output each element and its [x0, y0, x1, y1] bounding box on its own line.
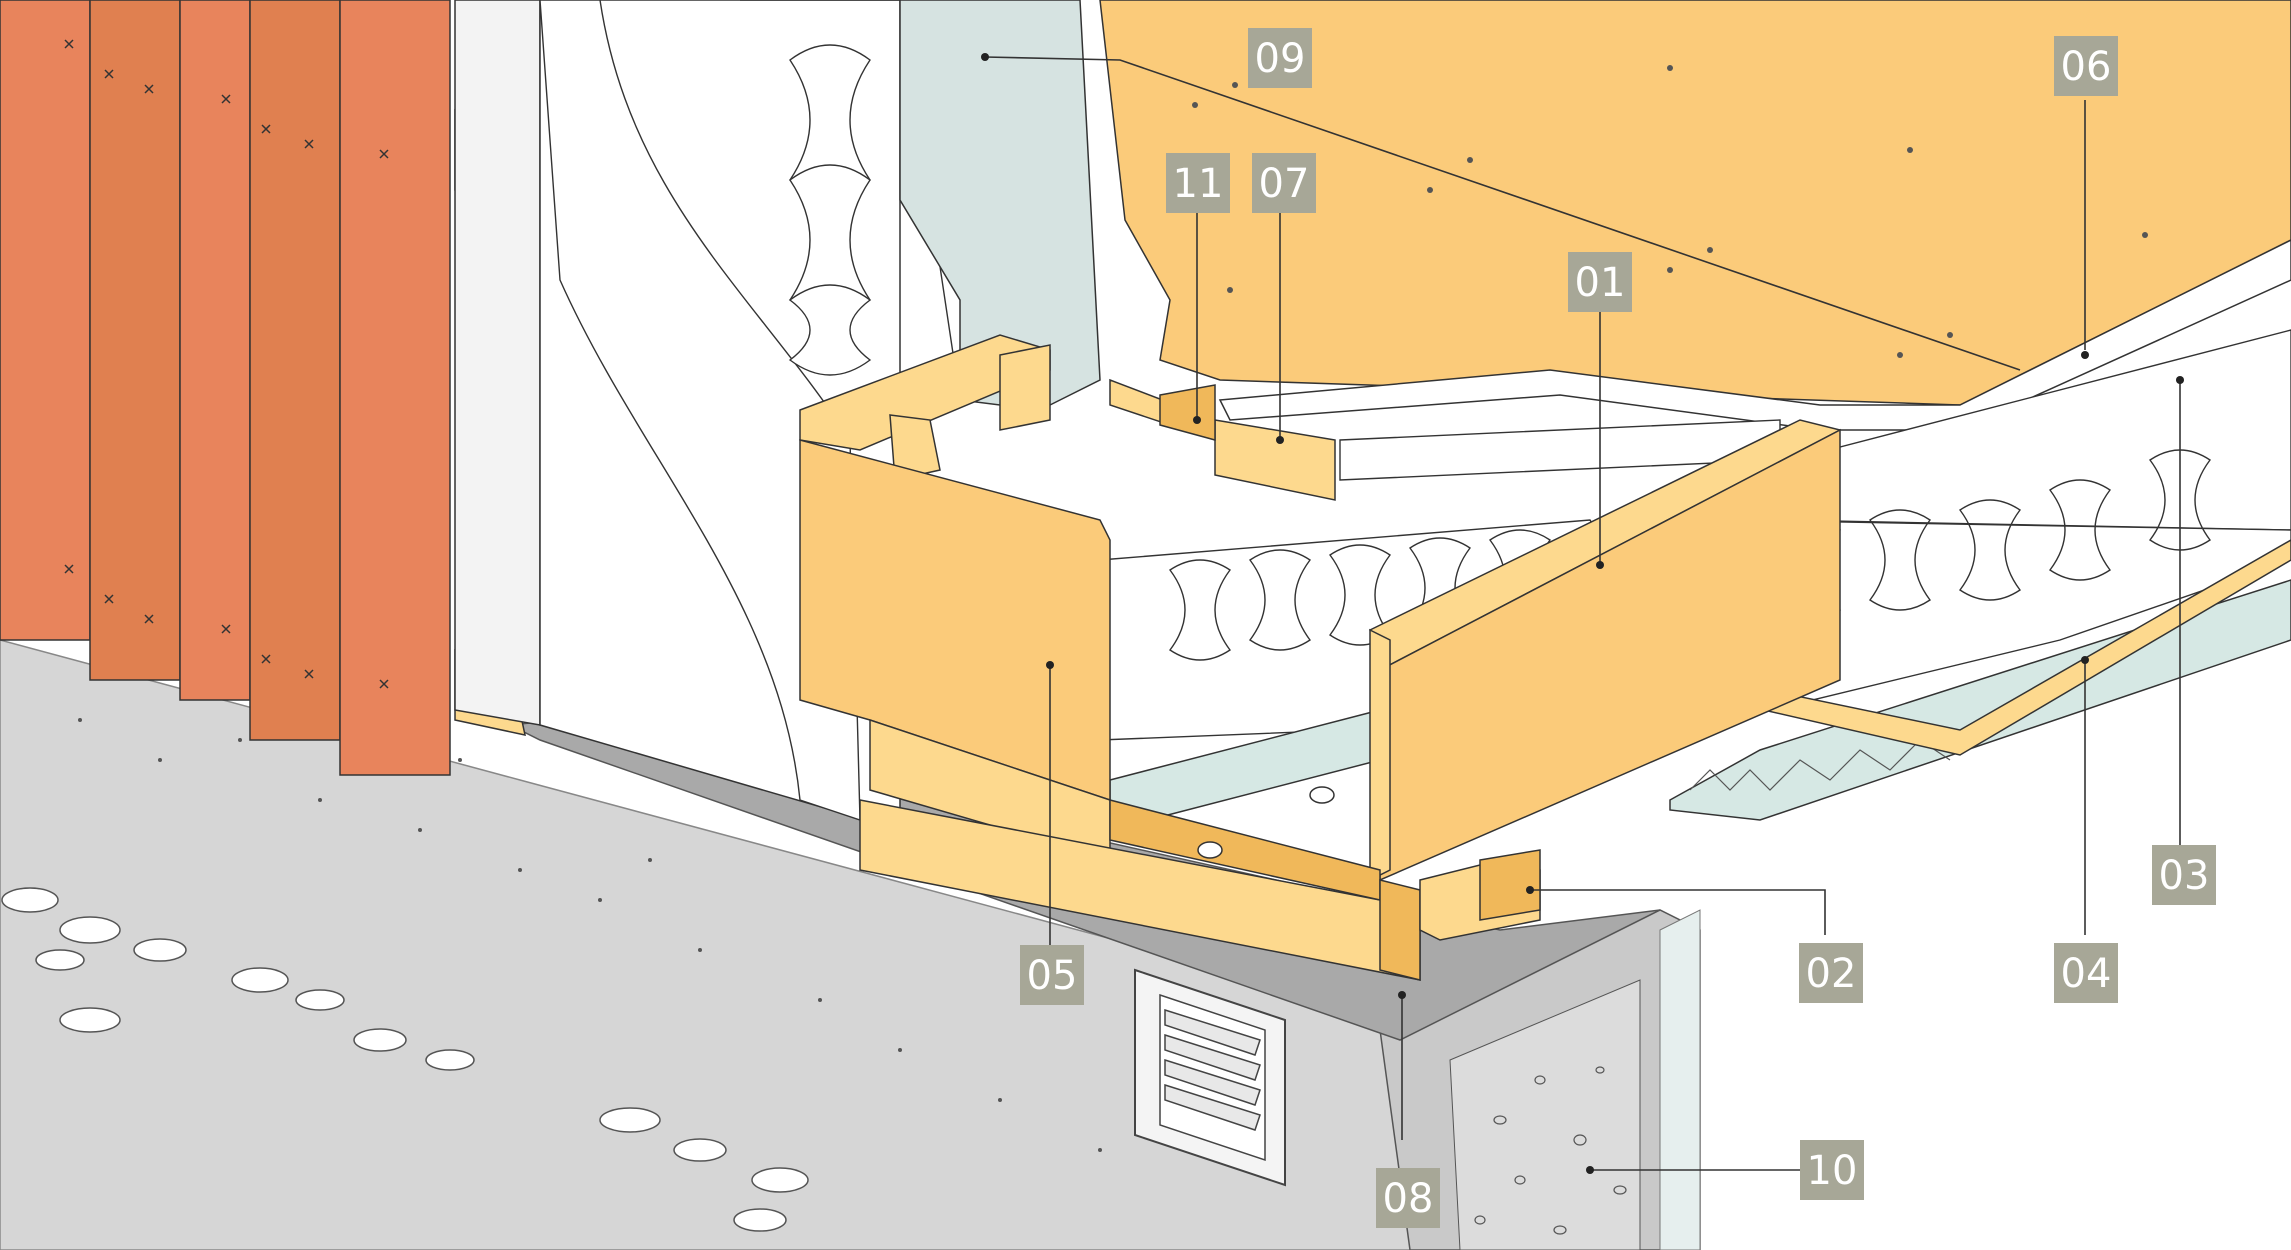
- label-09: 09: [1248, 28, 1312, 88]
- label-04-text: 04: [2061, 951, 2112, 997]
- label-08: 08: [1376, 1168, 1440, 1228]
- floor-screws: [1192, 65, 2148, 358]
- vent-grille: [1134, 968, 1286, 1187]
- label-04: 04: [2054, 943, 2118, 1003]
- label-01-text: 01: [1575, 260, 1626, 306]
- label-08-text: 08: [1383, 1176, 1434, 1222]
- wood-cladding: [0, 0, 451, 776]
- gravel-stones: [1, 887, 809, 1232]
- label-10-text: 10: [1807, 1148, 1858, 1194]
- label-02: 02: [1799, 943, 1863, 1003]
- label-05: 05: [1020, 945, 1084, 1005]
- label-11-text: 11: [1173, 161, 1224, 207]
- label-03-text: 03: [2159, 853, 2210, 899]
- label-05-text: 05: [1027, 953, 1078, 999]
- label-11: 11: [1166, 153, 1230, 213]
- label-06: 06: [2054, 36, 2118, 96]
- leader-lines: [981, 53, 2184, 1174]
- label-07-text: 07: [1259, 161, 1310, 207]
- label-01: 01: [1568, 252, 1632, 312]
- label-03: 03: [2152, 845, 2216, 905]
- cladding-nails: [64, 39, 389, 689]
- label-06-text: 06: [2061, 44, 2112, 90]
- label-09-text: 09: [1255, 36, 1306, 82]
- rim-beam: [1369, 419, 1843, 882]
- concrete-foundation: [1379, 909, 1701, 1250]
- upper-timber-frame: [799, 334, 1336, 501]
- floor-board: [1099, 0, 2291, 406]
- floor-edge-layer: [1218, 239, 2291, 431]
- label-07: 07: [1252, 153, 1316, 213]
- label-10: 10: [1800, 1140, 1864, 1200]
- label-02-text: 02: [1806, 951, 1857, 997]
- anchor-bolts: [1197, 786, 1335, 859]
